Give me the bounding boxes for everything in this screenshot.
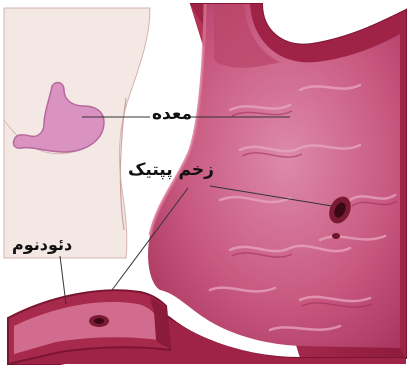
peptic-ulcer-label: زخم پپتیک [128, 160, 214, 180]
duodenal-ulcer [89, 315, 109, 327]
torso-inset [4, 8, 150, 258]
stomach-label: معده [152, 104, 192, 124]
duodenum-label: دئودنوم [12, 235, 72, 254]
